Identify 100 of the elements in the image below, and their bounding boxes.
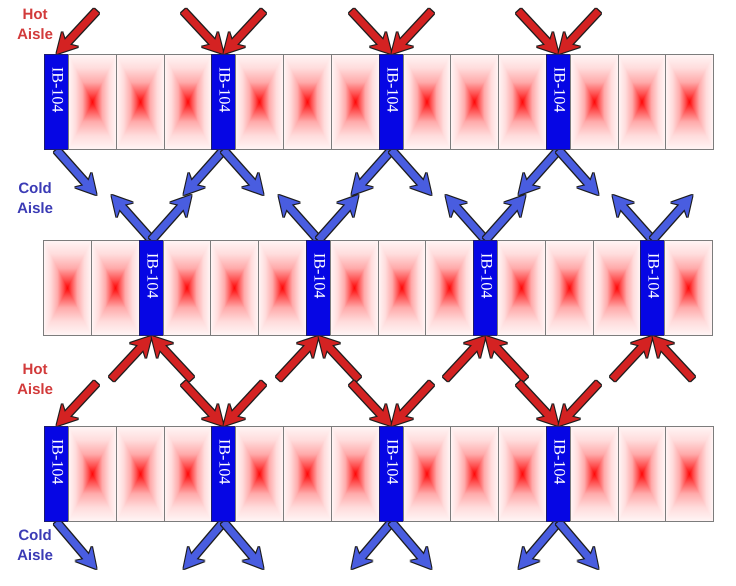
server-rack bbox=[618, 426, 666, 522]
server-rack bbox=[665, 426, 714, 522]
arrow bbox=[54, 8, 100, 56]
server-rack bbox=[570, 426, 619, 522]
cooling-unit bbox=[546, 426, 571, 522]
aisle-label: Hot Aisle bbox=[16, 5, 54, 45]
server-rack bbox=[498, 54, 547, 150]
server-rack bbox=[497, 240, 546, 336]
cooling-unit bbox=[640, 240, 665, 336]
arrow bbox=[108, 334, 154, 382]
arrow bbox=[220, 520, 266, 572]
server-rack bbox=[331, 54, 380, 150]
arrow bbox=[54, 520, 100, 572]
cooling-unit bbox=[44, 426, 69, 522]
arrow bbox=[316, 334, 362, 382]
cooling-unit bbox=[473, 240, 498, 336]
cooling-unit bbox=[379, 54, 404, 150]
aisle-label: Cold Aisle bbox=[16, 526, 54, 566]
unit-label: IB-104 bbox=[550, 67, 566, 112]
arrow bbox=[556, 8, 602, 56]
server-rack bbox=[283, 426, 332, 522]
unit-label: IB-104 bbox=[384, 67, 400, 112]
arrow bbox=[388, 520, 434, 572]
arrow bbox=[180, 520, 226, 572]
cooling-unit bbox=[211, 54, 236, 150]
arrow bbox=[556, 148, 602, 198]
cooling-unit bbox=[211, 426, 236, 522]
arrow bbox=[276, 334, 322, 382]
cooling-unit bbox=[44, 54, 69, 150]
unit-label: IB-104 bbox=[478, 253, 494, 298]
server-rack bbox=[283, 54, 332, 150]
server-rack bbox=[116, 54, 165, 150]
server-rack bbox=[210, 240, 259, 336]
arrow bbox=[388, 380, 434, 428]
arrow bbox=[516, 148, 562, 198]
server-rack bbox=[164, 426, 212, 522]
arrow bbox=[482, 334, 528, 382]
cooling-unit bbox=[546, 54, 571, 150]
server-rack bbox=[618, 54, 666, 150]
arrow bbox=[180, 380, 226, 428]
arrow bbox=[442, 334, 488, 382]
arrow bbox=[556, 520, 602, 572]
arrow bbox=[442, 192, 488, 242]
server-rack bbox=[403, 426, 451, 522]
server-rack bbox=[545, 240, 594, 336]
arrow bbox=[180, 8, 226, 56]
unit-label: IB-104 bbox=[144, 253, 160, 298]
arrow bbox=[148, 334, 194, 382]
server-rack bbox=[378, 240, 426, 336]
unit-label: IB-104 bbox=[216, 67, 232, 112]
cooling-unit bbox=[306, 240, 331, 336]
server-rack bbox=[450, 426, 499, 522]
arrow bbox=[516, 8, 562, 56]
arrow bbox=[650, 334, 696, 382]
arrow bbox=[348, 520, 394, 572]
server-rack bbox=[403, 54, 451, 150]
arrow bbox=[388, 148, 434, 198]
arrow bbox=[220, 8, 266, 56]
arrow bbox=[516, 520, 562, 572]
cooling-unit bbox=[139, 240, 164, 336]
unit-label: IB-104 bbox=[48, 439, 64, 484]
arrow bbox=[482, 192, 528, 242]
server-rack bbox=[425, 240, 474, 336]
unit-label: IB-104 bbox=[216, 439, 232, 484]
server-rack bbox=[665, 54, 714, 150]
server-rack bbox=[116, 426, 165, 522]
unit-label: IB-104 bbox=[384, 439, 400, 484]
arrow bbox=[388, 8, 434, 56]
server-rack bbox=[235, 54, 284, 150]
arrow bbox=[54, 148, 100, 198]
aisle-label: Hot Aisle bbox=[16, 360, 54, 400]
arrow bbox=[610, 334, 656, 382]
arrow bbox=[54, 380, 100, 428]
server-rack bbox=[164, 54, 212, 150]
arrow bbox=[316, 192, 362, 242]
server-rack bbox=[258, 240, 307, 336]
arrow bbox=[348, 148, 394, 198]
arrow bbox=[180, 148, 226, 198]
server-rack bbox=[498, 426, 547, 522]
server-rack bbox=[235, 426, 284, 522]
arrow bbox=[148, 192, 194, 242]
arrow bbox=[220, 380, 266, 428]
arrow bbox=[556, 380, 602, 428]
arrow bbox=[220, 148, 266, 198]
server-rack bbox=[91, 240, 140, 336]
arrow bbox=[610, 192, 656, 242]
server-rack bbox=[43, 240, 92, 336]
unit-label: IB-104 bbox=[48, 67, 64, 112]
unit-label: IB-104 bbox=[550, 439, 566, 484]
cooling-unit bbox=[379, 426, 404, 522]
arrow bbox=[348, 380, 394, 428]
server-rack bbox=[163, 240, 211, 336]
server-rack bbox=[450, 54, 499, 150]
aisle-label: Cold Aisle bbox=[16, 179, 54, 219]
server-rack bbox=[593, 240, 641, 336]
server-rack bbox=[68, 54, 117, 150]
server-rack bbox=[330, 240, 379, 336]
arrow bbox=[108, 192, 154, 242]
unit-label: IB-104 bbox=[310, 253, 326, 298]
server-rack bbox=[570, 54, 619, 150]
